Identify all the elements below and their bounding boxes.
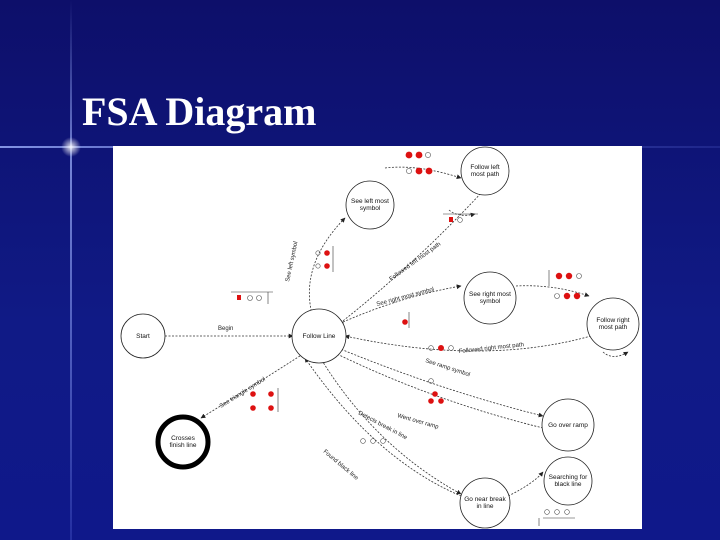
state-go-over-ramp	[541, 398, 595, 452]
symbol-glyph-vertical-left	[315, 246, 334, 272]
label-followed-left: Followed left most path	[389, 241, 442, 282]
slide-title: FSA Diagram	[82, 89, 317, 134]
symbol-glyph-right-top	[548, 270, 582, 300]
label-see-triangle: See triangle symbol	[219, 377, 267, 410]
edge-see-left-symbol	[309, 217, 346, 319]
edge-followed-right	[344, 334, 592, 352]
state-follow-right	[586, 297, 640, 351]
label-went-over-ramp: Went over ramp	[396, 413, 439, 431]
symbol-glyph-bottom-right	[538, 509, 575, 526]
state-go-near-break	[459, 477, 511, 529]
edge-see-triangle	[200, 353, 304, 419]
decorative-vertical-line	[70, 0, 72, 540]
symbol-glyph-break	[360, 438, 386, 444]
fsa-diagram: Start Follow Line See left most symbol F…	[120, 146, 640, 529]
label-see-right-symbol: See right most symbol	[376, 287, 435, 308]
state-see-right	[463, 271, 517, 325]
state-follow-left	[460, 146, 510, 196]
label-see-left-symbol: See left symbol	[285, 241, 299, 282]
label-follow-left-1: Follow left	[470, 164, 499, 171]
label-follow-right-2: most path	[599, 324, 628, 331]
symbol-glyph-left-path	[443, 213, 478, 223]
label-start: Start	[136, 333, 150, 340]
state-searching	[543, 456, 593, 506]
label-see-right-2: symbol	[480, 298, 501, 305]
edge-see-right-symbol	[342, 284, 462, 323]
label-follow-line: Follow Line	[303, 333, 336, 340]
label-followed-right: Followed right most path	[459, 342, 525, 355]
edge-to-searching	[507, 471, 544, 497]
symbol-glyph-top	[405, 151, 433, 175]
symbol-glyph-right-mid	[402, 312, 410, 328]
edge-detects-break	[317, 353, 462, 495]
label-begin: Begin	[218, 326, 233, 332]
state-crosses-finish-outer	[155, 414, 211, 470]
label-go-near-break-1: Go near break	[464, 496, 506, 503]
label-see-left-2: symbol	[360, 205, 381, 212]
state-see-left	[345, 180, 395, 230]
edge-follow-right-self	[602, 351, 629, 357]
label-follow-right-1: Follow right	[596, 317, 629, 324]
diagram-canvas: Start Follow Line See left most symbol F…	[113, 146, 642, 529]
label-see-right-1: See right most	[469, 291, 511, 298]
symbol-glyph-followed-right	[428, 345, 454, 351]
decorative-flare	[61, 137, 81, 157]
label-crosses-1: Crosses	[171, 435, 196, 442]
symbol-glyph-triangle	[250, 388, 279, 412]
edge-followed-left	[338, 190, 484, 325]
edge-see-ramp	[337, 347, 544, 418]
symbol-glyph-begin	[231, 291, 273, 304]
label-found-black: Found black line	[322, 449, 360, 482]
edge-to-follow-right	[515, 285, 590, 297]
label-searching-2: black line	[554, 481, 581, 488]
label-see-ramp: See ramp symbol	[424, 358, 470, 378]
label-crosses-2: finish line	[169, 442, 196, 449]
state-follow-line	[291, 308, 347, 364]
label-go-over-ramp: Go over ramp	[548, 422, 588, 429]
label-searching-1: Searching for	[549, 474, 588, 481]
label-go-near-break-2: in line	[477, 503, 494, 510]
edge-to-follow-left	[384, 166, 462, 179]
state-start	[120, 313, 166, 359]
label-follow-left-2: most path	[471, 171, 500, 178]
edge-follow-left-self	[448, 209, 476, 218]
label-see-left-1: See left most	[351, 198, 389, 205]
symbol-glyph-ramp	[428, 378, 444, 404]
